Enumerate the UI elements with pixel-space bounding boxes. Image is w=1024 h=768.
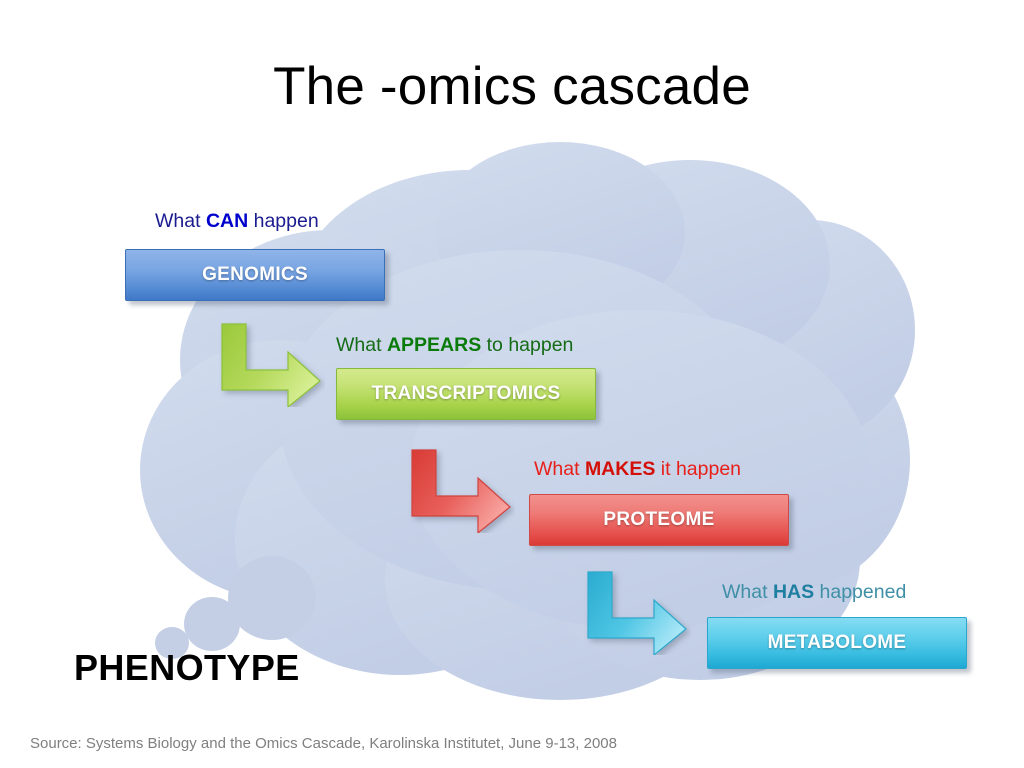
box-transcriptomics[interactable]: TRANSCRIPTOMICS — [336, 368, 596, 420]
phenotype-label: PHENOTYPE — [74, 647, 300, 688]
source-citation: Source: Systems Biology and the Omics Ca… — [30, 735, 617, 752]
label-metabolome-prefix: What — [722, 581, 773, 603]
box-proteome[interactable]: PROTEOME — [529, 494, 789, 546]
label-metabolome-suffix: happened — [814, 581, 907, 603]
label-metabolome: What HAS happened — [722, 581, 907, 603]
label-transcriptomics: What APPEARS to happen — [336, 334, 574, 356]
label-transcriptomics-prefix: What — [336, 334, 387, 356]
box-metabolome[interactable]: METABOLOME — [707, 617, 967, 669]
arrow-transcriptomics-to-proteome — [411, 449, 511, 533]
cloud-tail-bubbles — [155, 556, 316, 659]
arrow-proteome-to-metabolome — [587, 571, 687, 655]
box-metabolome-text: METABOLOME — [767, 632, 907, 653]
arrow-genomics-to-transcriptomics — [221, 323, 321, 407]
label-transcriptomics-suffix: to happen — [481, 334, 574, 356]
label-genomics-prefix: What — [155, 210, 206, 232]
page-title: The -omics cascade — [273, 57, 751, 116]
label-metabolome-emphasis: HAS — [772, 581, 815, 603]
label-proteome-emphasis: MAKES — [584, 458, 656, 480]
label-proteome: What MAKES it happen — [534, 458, 742, 480]
label-genomics: What CAN happen — [155, 210, 319, 232]
label-genomics-suffix: happen — [248, 210, 319, 232]
label-proteome-prefix: What — [534, 458, 585, 480]
label-proteome-suffix: it happen — [655, 458, 742, 480]
box-proteome-text: PROTEOME — [603, 509, 715, 530]
box-genomics[interactable]: GENOMICS — [125, 249, 385, 301]
box-transcriptomics-text: TRANSCRIPTOMICS — [371, 383, 561, 404]
label-genomics-emphasis: CAN — [205, 210, 249, 232]
label-transcriptomics-emphasis: APPEARS — [386, 334, 482, 356]
box-genomics-text: GENOMICS — [202, 264, 308, 285]
